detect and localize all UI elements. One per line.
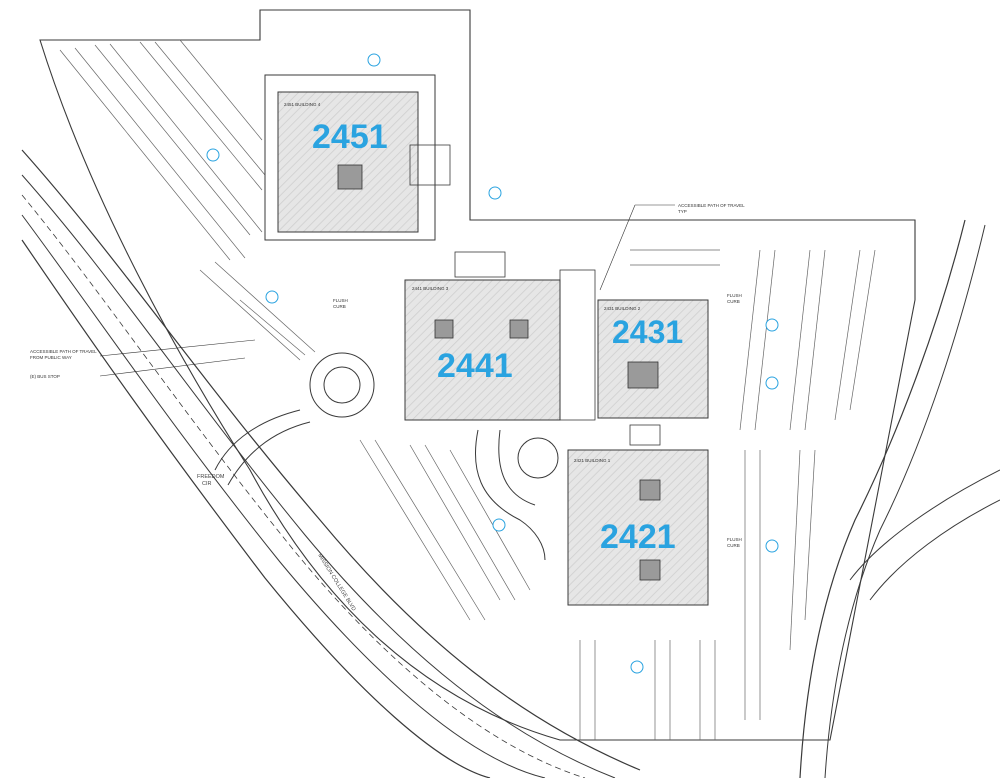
building-2451-number: 2451 xyxy=(312,118,388,156)
roundabout xyxy=(309,352,375,418)
flush-curb-2-line2: CURB xyxy=(727,299,740,304)
building-2431-number: 2431 xyxy=(612,314,683,350)
freedom-circle-label-line2: CIR xyxy=(202,481,212,487)
parking-lower-middle xyxy=(359,439,716,740)
building-2421-number: 2421 xyxy=(600,518,676,556)
east-road xyxy=(799,219,1000,778)
flush-curb-labels: FLUSH CURB FLUSH CURB FLUSH CURB xyxy=(333,293,742,548)
mission-college-blvd xyxy=(21,149,641,778)
flush-curb-2-line1: FLUSH xyxy=(727,293,742,298)
callout-accessible-path-typ-line2: TYP xyxy=(678,209,687,214)
callout-accessible-path-typ-line1: ACCESSIBLE PATH OF TRAVEL xyxy=(678,203,745,208)
building-2441[interactable]: 2441 BUILDING 3 2441 xyxy=(404,279,561,421)
walkways xyxy=(409,144,661,446)
flush-curb-1-line2: CURB xyxy=(333,304,346,309)
mission-college-blvd-label: MISSION COLLEGE BLVD xyxy=(316,553,356,612)
building-2441-number: 2441 xyxy=(437,347,513,385)
site-boundary xyxy=(39,9,916,741)
flush-curb-1-line1: FLUSH xyxy=(333,298,348,303)
freedom-circle-label-line1: FREEDOM xyxy=(197,474,225,480)
parking-right xyxy=(630,249,876,720)
building-2421[interactable]: 2421 BUILDING 1 2421 xyxy=(567,449,709,606)
flush-curb-3-line1: FLUSH xyxy=(727,537,742,542)
freedom-circle-road xyxy=(214,409,311,486)
building-2441-label: 2441 BUILDING 3 xyxy=(412,286,449,291)
flush-curb-3-line2: CURB xyxy=(727,543,740,548)
building-2421-label: 2421 BUILDING 1 xyxy=(574,458,611,463)
building-2431-label: 2431 BUILDING 2 xyxy=(604,306,641,311)
building-2431[interactable]: 2431 BUILDING 2 2431 xyxy=(597,299,709,419)
callout-accessible-path-public-line2: FROM PUBLIC WAY xyxy=(30,355,72,360)
keynote-markers xyxy=(206,53,779,674)
central-plaza xyxy=(474,429,559,561)
callout-accessible-path-typ: ACCESSIBLE PATH OF TRAVEL TYP xyxy=(599,203,745,291)
callout-accessible-path-public: ACCESSIBLE PATH OF TRAVEL FROM PUBLIC WA… xyxy=(30,339,256,379)
callout-accessible-path-public-line1: ACCESSIBLE PATH OF TRAVEL xyxy=(30,349,97,354)
building-2451[interactable]: 2451 BUILDING 4 2451 xyxy=(264,74,436,241)
building-2451-label: 2451 BUILDING 4 xyxy=(284,102,321,107)
parking-upper-left xyxy=(59,39,316,361)
callout-bus-stop: (E) BUS STOP xyxy=(30,374,60,379)
